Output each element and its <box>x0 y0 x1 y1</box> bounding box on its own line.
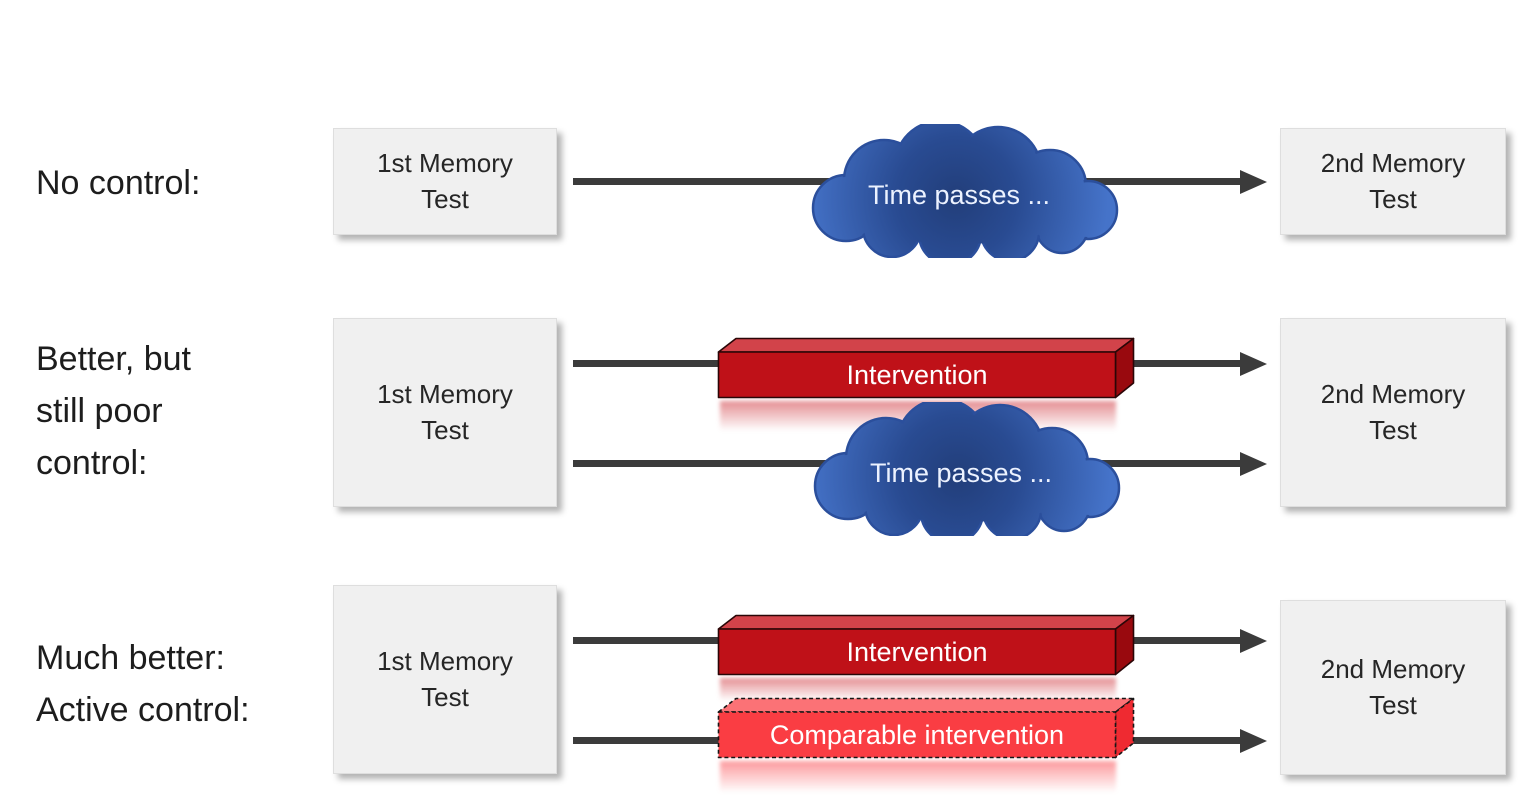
intervention-bar: Intervention <box>717 614 1135 676</box>
first-memory-test-label: 1st Memory Test <box>377 148 513 214</box>
arrow-head-icon <box>1240 451 1267 476</box>
time-passes-label: Time passes ... <box>870 458 1052 488</box>
arrow-head-icon <box>1240 351 1267 376</box>
time-passes-label: Time passes ... <box>868 180 1050 210</box>
second-memory-test-label: 2nd Memory Test <box>1320 148 1466 214</box>
time-passes-cloud: Time passes ... <box>813 402 1121 536</box>
second-memory-test-label: 2nd Memory Test <box>1320 379 1466 445</box>
row-label-still-poor-control: Better, but still poor control: <box>36 340 191 482</box>
row-label-active-control: Much better: Active control: <box>36 639 250 729</box>
first-memory-test-label: 1st Memory Test <box>377 379 513 445</box>
bar-front-face <box>717 351 1117 399</box>
second-memory-test-box: 2nd Memory Test <box>1280 600 1506 775</box>
arrow-head-icon <box>1240 728 1267 753</box>
first-memory-test-box: 1st Memory Test <box>333 585 557 774</box>
first-memory-test-box: 1st Memory Test <box>333 128 557 235</box>
intervention-label: Intervention <box>846 637 987 667</box>
comparable-intervention-bar: Comparable intervention <box>717 697 1135 759</box>
second-memory-test-label: 2nd Memory Test <box>1320 654 1466 720</box>
bar-front-face <box>717 711 1117 759</box>
row-label-no-control: No control: <box>36 164 201 202</box>
second-memory-test-box: 2nd Memory Test <box>1280 128 1506 235</box>
bar-top-face <box>717 337 1135 353</box>
second-memory-test-box: 2nd Memory Test <box>1280 318 1506 507</box>
intervention-label: Intervention <box>846 360 987 390</box>
comparable-intervention-reflection <box>720 761 1116 797</box>
first-memory-test-box: 1st Memory Test <box>333 318 557 507</box>
first-memory-test-label: 1st Memory Test <box>377 646 513 712</box>
intervention-bar: Intervention <box>717 337 1135 399</box>
bar-front-face <box>717 628 1117 676</box>
bar-top-face <box>717 697 1135 713</box>
comparable-intervention-label: Comparable intervention <box>770 720 1064 750</box>
arrow-head-icon <box>1240 628 1267 653</box>
arrow-head-icon <box>1240 169 1267 194</box>
bar-top-face <box>717 614 1135 630</box>
time-passes-cloud: Time passes ... <box>811 124 1119 258</box>
